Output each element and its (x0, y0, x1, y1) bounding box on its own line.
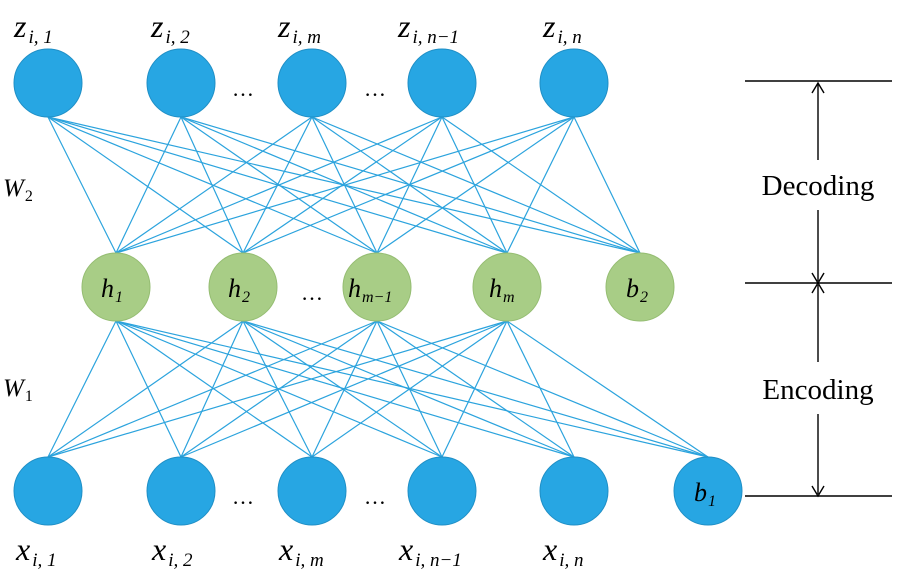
encoder-edge-3-4 (506, 320, 575, 458)
output-node-n-minus-1 (407, 48, 477, 118)
output-node-m (277, 48, 347, 118)
bias-node-b1 (673, 456, 743, 526)
decoder-edge-4-3 (506, 116, 575, 254)
input-ellipsis-2: … (364, 484, 386, 509)
decoder-edge-0-1 (47, 116, 244, 254)
decoder-edge-4-4 (573, 116, 641, 254)
weight-label-w1: W1 (3, 375, 33, 405)
decoder-edge-3-0 (115, 116, 443, 254)
encoder-edge-3-1 (180, 320, 508, 458)
phase-brackets: Decoding Encoding (745, 80, 892, 498)
encoder-connections (47, 320, 709, 458)
decoder-edge-4-0 (115, 116, 575, 254)
hidden-node-m-minus-1 (342, 252, 412, 322)
decoding-label: Decoding (762, 170, 875, 202)
output-node-n (539, 48, 609, 118)
bias-label-b1: b1 (694, 478, 716, 510)
decoder-edge-4-1 (242, 116, 575, 254)
encoder-edge-3-2 (311, 320, 508, 458)
encoder-edge-3-3 (441, 320, 508, 458)
decoder-edge-1-0 (115, 116, 182, 254)
encoder-edge-3-5 (506, 320, 709, 458)
bias-node-b2 (605, 252, 675, 322)
encoder-edge-2-4 (376, 320, 575, 458)
hidden-label-1: h1 (101, 274, 123, 306)
encoder-edge-3-0 (47, 320, 508, 458)
decoder-connections (47, 116, 641, 254)
input-node-n (539, 456, 609, 526)
bias-label-b2: b2 (626, 274, 648, 306)
decoder-edge-0-0 (47, 116, 117, 254)
decoder-edge-3-1 (242, 116, 443, 254)
hidden-node-2 (208, 252, 278, 322)
output-ellipsis-2: … (364, 76, 386, 101)
input-node-1 (13, 456, 83, 526)
input-node-2 (146, 456, 216, 526)
hidden-node-m (472, 252, 542, 322)
input-node-m (277, 456, 347, 526)
hidden-node-1 (81, 252, 151, 322)
encoding-arrow-down (811, 485, 825, 498)
encoder-edge-0-5 (115, 320, 709, 458)
hidden-layer: … h1 h2 hm−1 hm b2 (81, 252, 675, 322)
output-ellipsis-1: … (232, 76, 254, 101)
input-ellipsis-1: … (232, 484, 254, 509)
hidden-ellipsis: … (301, 280, 323, 305)
decoder-edge-2-0 (115, 116, 313, 254)
input-node-n-minus-1 (407, 456, 477, 526)
encoder-edge-2-5 (376, 320, 709, 458)
output-node-2 (146, 48, 216, 118)
encoder-edge-0-1 (115, 320, 182, 458)
decoder-edge-4-2 (376, 116, 575, 254)
encoding-arrow-up (811, 281, 825, 294)
decoding-arrow-up (811, 81, 825, 94)
hidden-label-2: h2 (228, 274, 250, 306)
decoder-edge-1-1 (180, 116, 244, 254)
output-node-1 (13, 48, 83, 118)
weight-label-w2: W2 (3, 175, 33, 205)
hidden-label-m-minus-1: hm−1 (348, 274, 392, 306)
encoder-edge-0-0 (47, 320, 117, 458)
encoder-edge-1-0 (47, 320, 244, 458)
encoding-label: Encoding (762, 374, 873, 406)
encoder-edge-2-0 (47, 320, 378, 458)
hidden-label-m: hm (489, 274, 515, 306)
